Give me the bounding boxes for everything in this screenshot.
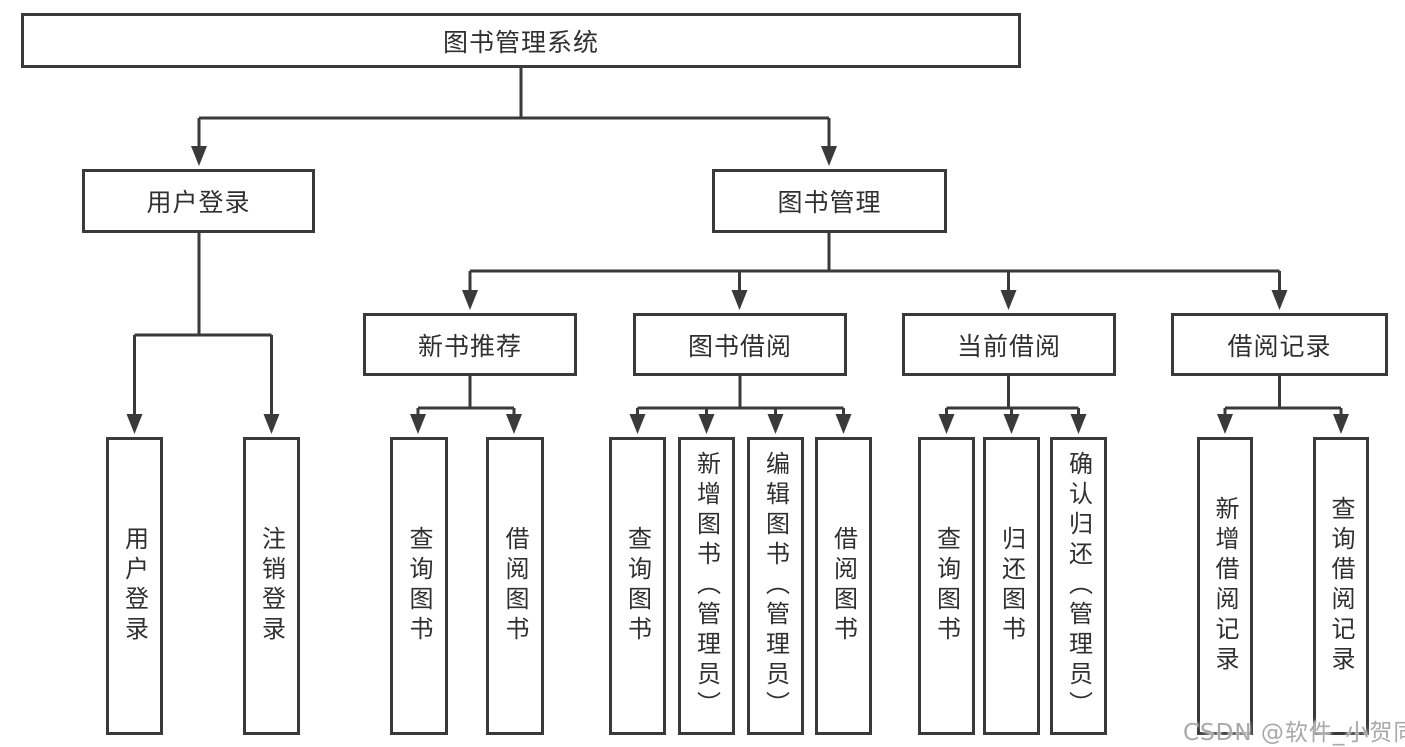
node-label: 图书借阅 (687, 331, 792, 361)
leaf-label: 编辑图书（管理员） (761, 451, 790, 721)
watermark-text: CSDN @软件_小贺同学 (1183, 720, 1405, 746)
leaf-label: 查询图书 (623, 526, 652, 646)
node-borrow-records: 借阅记录 (1171, 313, 1388, 376)
leaf-add-borrow-record: 新增借阅记录 (1197, 437, 1253, 735)
leaf-return-books: 归还图书 (983, 437, 1040, 735)
leaf-query-books-recommend: 查询图书 (390, 437, 448, 735)
leaf-label: 查询图书 (405, 526, 433, 646)
leaf-add-books-admin: 新增图书（管理员） (678, 437, 735, 735)
leaf-label: 查询图书 (932, 526, 961, 646)
leaf-label: 确认归还（管理员） (1064, 451, 1093, 721)
leaf-label: 归还图书 (997, 526, 1026, 646)
leaf-label: 注销登录 (257, 526, 286, 646)
leaf-query-books-current: 查询图书 (918, 437, 975, 735)
node-label: 当前借阅 (956, 331, 1061, 361)
node-label: 借阅记录 (1227, 331, 1332, 361)
leaf-query-books-borrow: 查询图书 (609, 437, 666, 735)
node-label: 图书管理系统 (442, 27, 599, 57)
leaf-query-borrow-record: 查询借阅记录 (1313, 437, 1369, 735)
node-current-borrow: 当前借阅 (902, 313, 1116, 376)
node-book-borrow: 图书借阅 (633, 313, 847, 376)
leaf-logout: 注销登录 (243, 437, 300, 735)
leaf-label: 新增图书（管理员） (692, 451, 721, 721)
leaf-label: 用户登录 (120, 526, 149, 646)
leaf-user-login: 用户登录 (106, 437, 163, 735)
node-label: 新书推荐 (417, 331, 522, 361)
node-new-book-recommend: 新书推荐 (363, 313, 577, 376)
leaf-label: 借阅图书 (829, 526, 858, 646)
leaf-borrow-books-recommend: 借阅图书 (486, 437, 544, 735)
node-book-management: 图书管理 (712, 169, 947, 233)
leaf-confirm-return-admin: 确认归还（管理员） (1050, 437, 1107, 735)
leaf-label: 查询借阅记录 (1327, 496, 1355, 676)
leaf-label: 新增借阅记录 (1211, 496, 1239, 676)
node-library-system-root: 图书管理系统 (21, 13, 1021, 68)
node-user-login: 用户登录 (82, 169, 315, 233)
leaf-edit-books-admin: 编辑图书（管理员） (747, 437, 804, 735)
node-label: 用户登录 (146, 188, 251, 217)
node-label: 图书管理 (777, 188, 882, 217)
leaf-borrow-books: 借阅图书 (815, 437, 872, 735)
leaf-label: 借阅图书 (501, 526, 529, 646)
